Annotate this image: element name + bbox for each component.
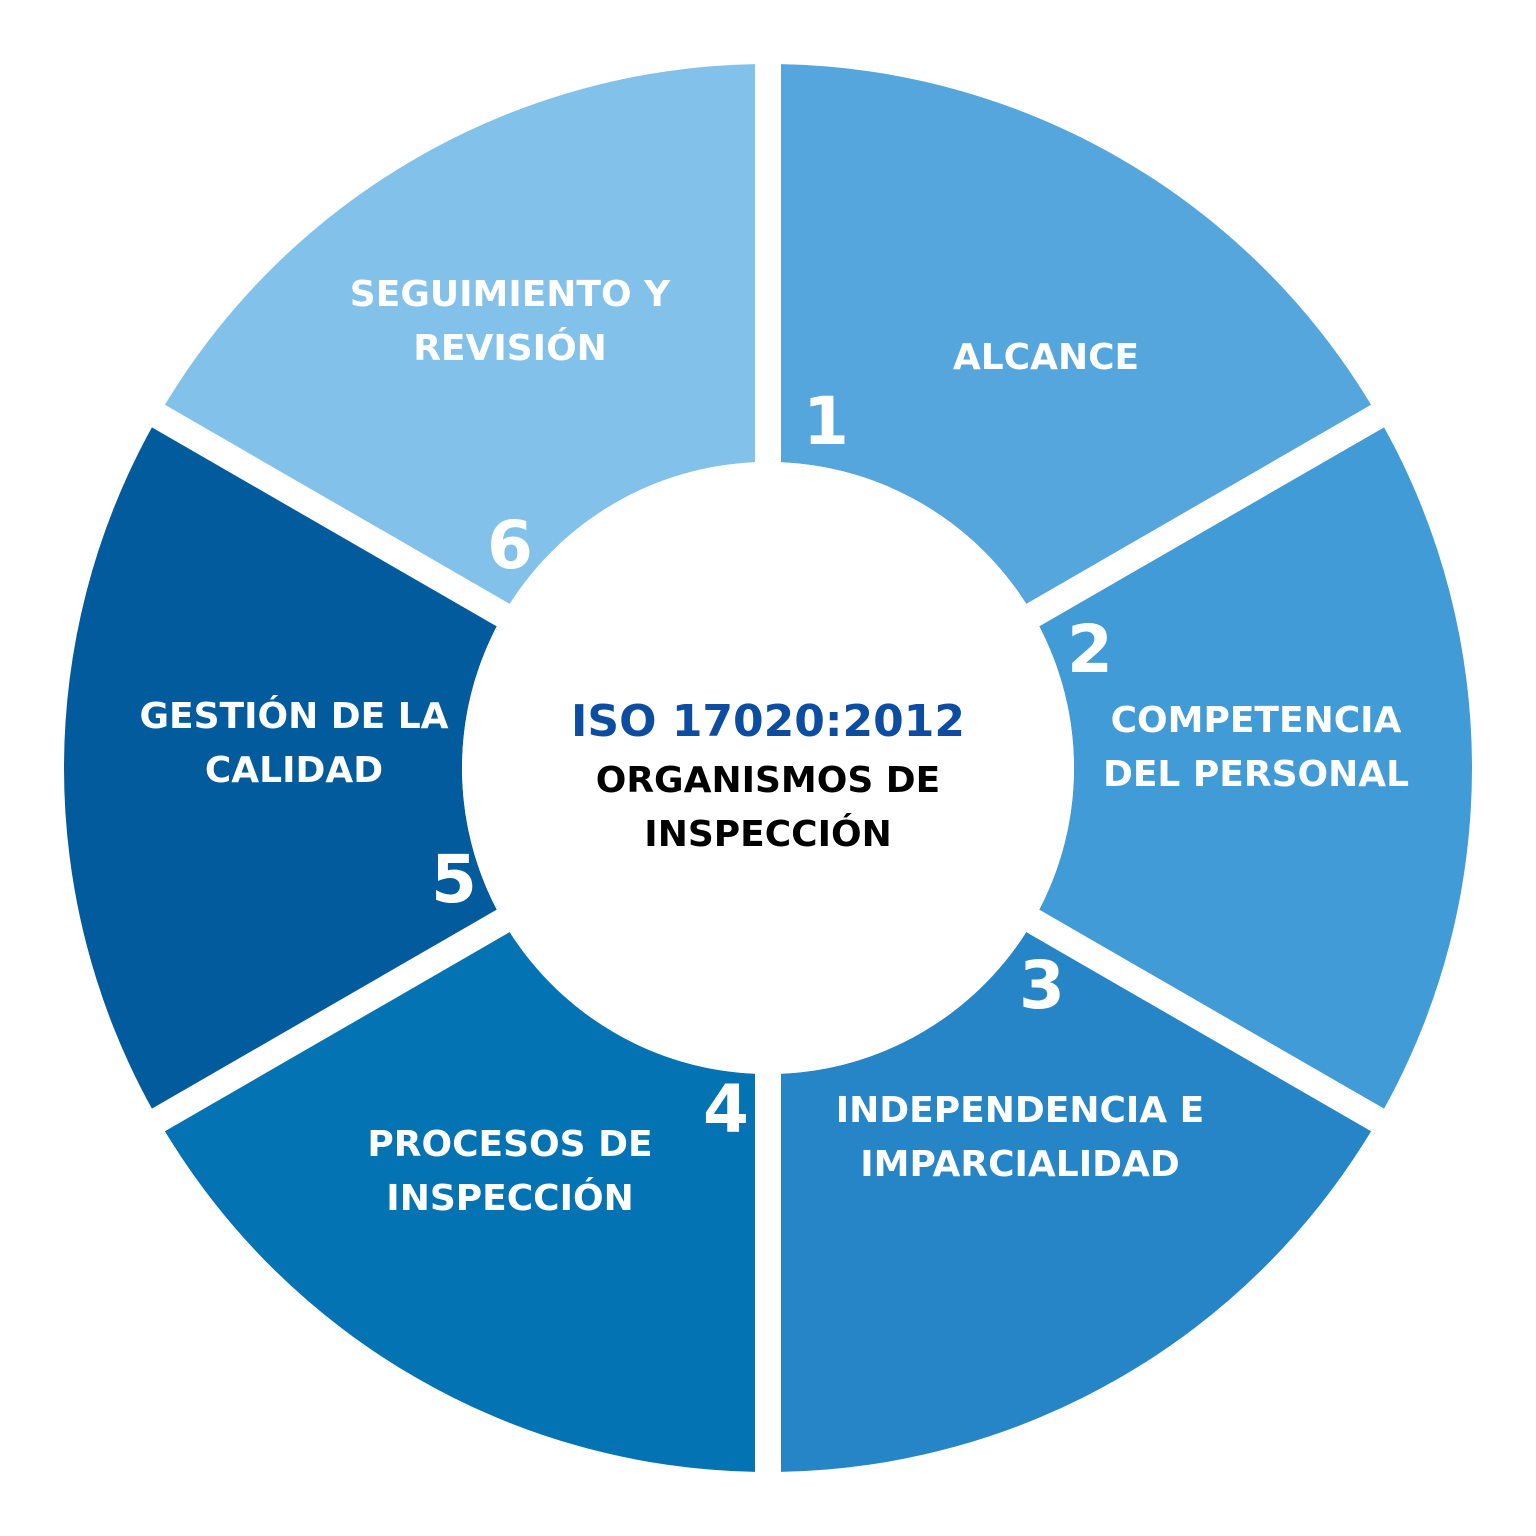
segment-6-number: 6 <box>487 507 533 584</box>
center-circle <box>462 462 1074 1074</box>
segment-5-number: 5 <box>431 841 477 918</box>
wheel-segments <box>63 64 1473 1472</box>
segment-4-label-line-1: PROCESOS DE <box>367 1124 652 1165</box>
center-subtitle-line-1: ORGANISMOS DE <box>596 760 941 801</box>
segment-5 <box>63 427 497 1109</box>
segment-6-label-line-2: REVISIÓN <box>413 327 607 369</box>
segment-3-label-line-1: INDEPENDENCIA E <box>836 1090 1205 1131</box>
segment-1-number: 1 <box>803 383 849 460</box>
segment-6-label-line-1: SEGUIMIENTO Y <box>350 274 671 315</box>
segment-3-label-line-2: IMPARCIALIDAD <box>860 1144 1180 1185</box>
segment-5-label-line-2: CALIDAD <box>205 750 383 791</box>
segment-2-number: 2 <box>1067 611 1113 688</box>
segment-4 <box>164 932 756 1472</box>
segment-4-label-line-2: INSPECCIÓN <box>386 1177 633 1219</box>
segment-numbers: 1 2 3 4 5 6 <box>431 383 1113 1148</box>
segment-2-label-line-1: COMPETENCIA <box>1111 700 1402 741</box>
segment-3-number: 3 <box>1019 947 1065 1024</box>
segment-2 <box>1039 427 1473 1109</box>
segment-6 <box>164 64 756 604</box>
segment-2-label-line-2: DEL PERSONAL <box>1103 754 1409 795</box>
center-title: ISO 17020:2012 <box>571 696 965 747</box>
segment-1 <box>781 64 1372 604</box>
segment-3 <box>781 932 1372 1472</box>
center-subtitle-line-2: INSPECCIÓN <box>644 813 891 855</box>
segment-4-number: 4 <box>703 1071 749 1148</box>
segment-5-label-line-1: GESTIÓN DE LA <box>139 695 448 737</box>
segment-labels: ALCANCE COMPETENCIA DEL PERSONAL INDEPENDEN… <box>139 274 1409 1219</box>
segment-1-label-line-1: ALCANCE <box>953 337 1139 378</box>
